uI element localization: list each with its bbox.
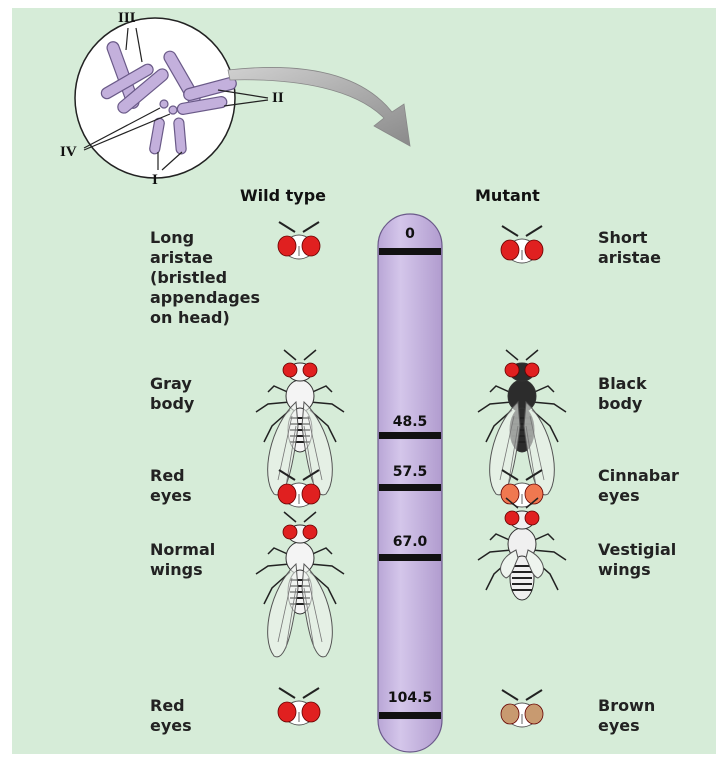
black-body-fly-icon xyxy=(478,350,566,495)
mutant-trait-2: Cinnabar eyes xyxy=(598,466,679,506)
locus-band-4 xyxy=(379,712,441,719)
mutant-trait-1: Black body xyxy=(598,374,647,414)
wild-type-header: Wild type xyxy=(240,186,326,205)
locus-band-0 xyxy=(379,248,441,255)
locus-position-2: 57.5 xyxy=(370,464,450,480)
wild-trait-0: Long aristae (bristled appendages on hea… xyxy=(150,228,260,328)
gray-body-fly-icon xyxy=(256,350,344,495)
wild-trait-3: Normal wings xyxy=(150,540,215,580)
mutant-header: Mutant xyxy=(475,186,540,205)
wild-trait-1: Gray body xyxy=(150,374,194,414)
wild-trait-4: Red eyes xyxy=(150,696,192,736)
mutant-trait-3: Vestigial wings xyxy=(598,540,676,580)
locus-band-2 xyxy=(379,484,441,491)
curved-arrow xyxy=(228,67,410,146)
mutant-head-icon-4 xyxy=(501,690,543,727)
chromosome-III-label: III xyxy=(118,10,136,27)
locus-position-3: 67.0 xyxy=(370,534,450,550)
locus-band-3 xyxy=(379,554,441,561)
locus-position-4: 104.5 xyxy=(370,690,450,706)
locus-position-1: 48.5 xyxy=(370,414,450,430)
mutant-trait-4: Brown eyes xyxy=(598,696,655,736)
chromosome-squash xyxy=(75,18,268,178)
chromosome-map xyxy=(378,214,442,752)
mutant-trait-0: Short aristae xyxy=(598,228,661,268)
locus-position-0: 0 xyxy=(370,226,450,242)
chromosome-I-label: I xyxy=(152,172,158,189)
locus-band-1 xyxy=(379,432,441,439)
chromosome-II-label: II xyxy=(272,90,284,107)
normal-wings-fly-icon xyxy=(256,512,344,657)
chromosome-IV-label: IV xyxy=(60,144,77,161)
mutant-head-icon-0 xyxy=(501,226,543,263)
wild-trait-2: Red eyes xyxy=(150,466,192,506)
wild-head-icon-0 xyxy=(278,222,320,259)
wild-head-icon-4 xyxy=(278,688,320,725)
vestigial-wings-fly-icon xyxy=(478,498,566,600)
